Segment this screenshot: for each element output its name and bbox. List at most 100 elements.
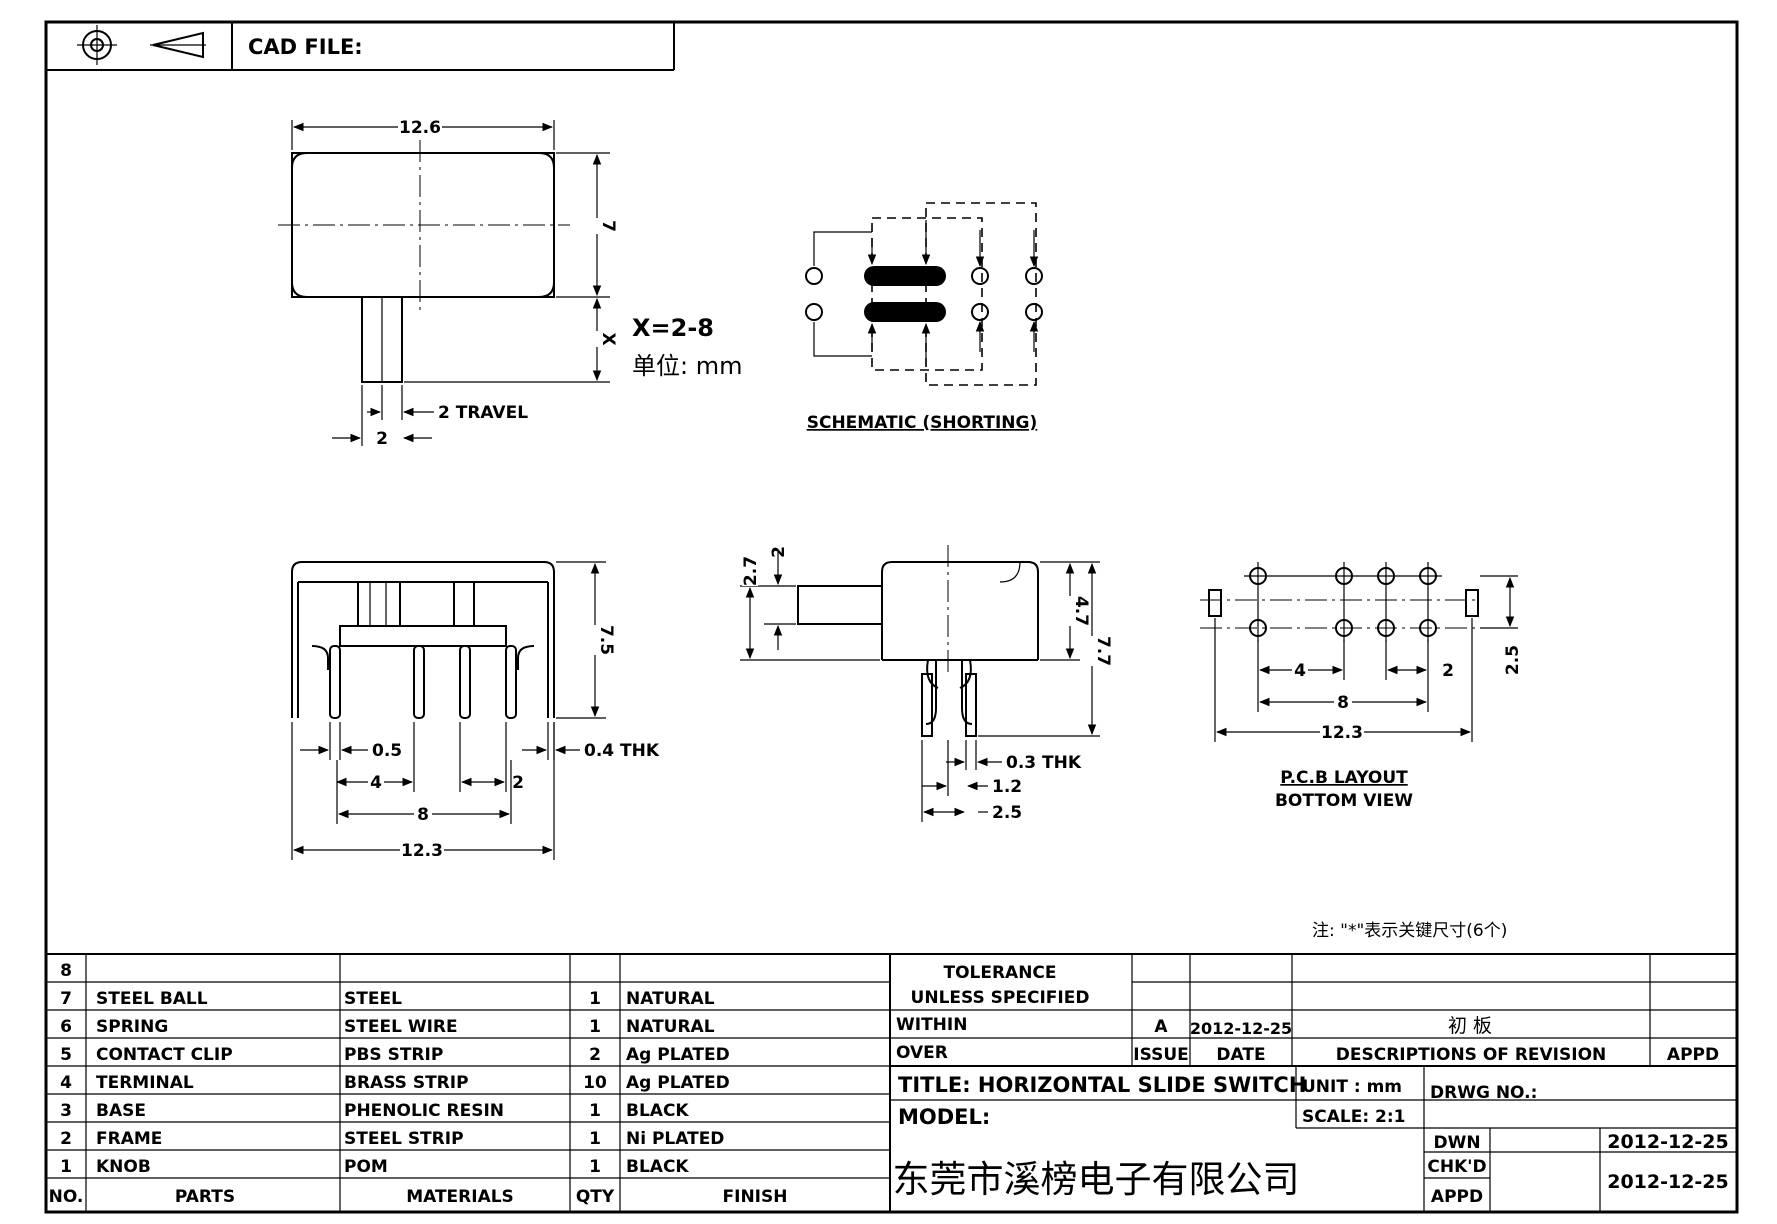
pcb-dim-8: 8 — [1337, 693, 1349, 713]
svg-text:5: 5 — [60, 1045, 72, 1065]
svg-text:10: 10 — [583, 1073, 607, 1093]
dim-0-5: 0.5 — [372, 741, 402, 761]
pcb-layout-subtitle: BOTTOM VIEW — [1275, 791, 1413, 811]
scale-label: SCALE: 2:1 — [1302, 1107, 1406, 1127]
svg-text:PBS STRIP: PBS STRIP — [344, 1045, 443, 1065]
svg-text:1: 1 — [589, 1017, 601, 1037]
contact-terminals — [805, 267, 1043, 321]
dim-12-3: 12.3 — [401, 841, 443, 861]
side-view: 2.7 2 4.7 7.7 0.3 THK 1.2 2.5 — [740, 545, 1113, 823]
date-label: DATE — [1216, 1045, 1265, 1065]
svg-text:STEEL BALL: STEEL BALL — [96, 989, 208, 1009]
unit-label: UNIT : mm — [1302, 1077, 1402, 1097]
pcb-dim-4: 4 — [1294, 661, 1306, 681]
svg-text:NATURAL: NATURAL — [626, 1017, 715, 1037]
within-label: WITHIN — [896, 1015, 967, 1035]
svg-text:1: 1 — [60, 1157, 72, 1177]
schematic-shorting: SCHEMATIC (SHORTING) — [805, 202, 1043, 433]
dim-x: X — [598, 332, 618, 345]
dim-actuator-2: 2 — [376, 429, 388, 449]
bom-row: 8 — [60, 961, 72, 981]
dim-12-6: 12.6 — [399, 118, 441, 138]
revision-description: 初 板 — [1448, 1015, 1492, 1037]
dim-side-2: 2 — [769, 546, 789, 558]
bom-row: 4 TERMINAL BRASS STRIP 10 Ag PLATED — [60, 1073, 730, 1093]
svg-text:STEEL WIRE: STEEL WIRE — [344, 1017, 458, 1037]
svg-text:7: 7 — [60, 989, 72, 1009]
svg-text:SPRING: SPRING — [96, 1017, 168, 1037]
svg-text:STEEL: STEEL — [344, 989, 402, 1009]
svg-text:3: 3 — [60, 1101, 72, 1121]
dwn-date: 2012-12-25 — [1607, 1131, 1729, 1153]
bom-header-finish: FINISH — [723, 1187, 788, 1207]
svg-text:CONTACT CLIP: CONTACT CLIP — [96, 1045, 233, 1065]
x-range-note: X=2-8 — [632, 314, 714, 342]
terminal-pins — [329, 645, 517, 719]
svg-text:BLACK: BLACK — [626, 1101, 689, 1121]
key-dimension-note: 注: "*"表示关键尺寸(6个) — [1312, 921, 1507, 941]
tolerance-unless: UNLESS SPECIFIED — [911, 988, 1090, 1008]
svg-text:Ag PLATED: Ag PLATED — [626, 1073, 730, 1093]
bom-row: 6 SPRING STEEL WIRE 1 NATURAL — [60, 1017, 715, 1037]
svg-text:1: 1 — [589, 1101, 601, 1121]
pcb-holes — [1244, 562, 1442, 642]
bom-row: 2 FRAME STEEL STRIP 1 Ni PLATED — [60, 1129, 724, 1149]
svg-text:PHENOLIC RESIN: PHENOLIC RESIN — [344, 1101, 504, 1121]
pcb-slot-right — [1465, 589, 1479, 617]
pcb-dim-12-3: 12.3 — [1321, 723, 1363, 743]
company-name: 东莞市溪榜电子有限公司 — [893, 1158, 1300, 1201]
shorting-contact-lower — [864, 302, 946, 322]
svg-text:4: 4 — [60, 1073, 72, 1093]
header-block: CAD FILE: — [46, 22, 675, 71]
svg-text:1: 1 — [589, 989, 601, 1009]
dim-2-7: 2.7 — [741, 556, 761, 586]
pcb-dim-2-5: 2.5 — [1503, 645, 1523, 675]
first-angle-projection-icon — [77, 25, 206, 65]
tolerance-label: TOLERANCE — [943, 963, 1056, 983]
chkd-label: CHK'D — [1427, 1157, 1486, 1177]
over-label: OVER — [896, 1043, 948, 1063]
shorting-contact-upper — [864, 266, 946, 286]
front-view: 7.5 0.5 0.4 THK 4 2 8 12.3 — [291, 561, 660, 861]
bom-header-row: NO. PARTS MATERIALS QTY FINISH — [49, 1187, 788, 1207]
dim-8: 8 — [417, 805, 429, 825]
bom-table: 8 7 STEEL BALL STEEL 1 NATURAL 6 SPRING … — [46, 953, 1737, 1212]
descriptions-of-revision-label: DESCRIPTIONS OF REVISION — [1336, 1045, 1607, 1065]
drawing-title: TITLE: HORIZONTAL SLIDE SWITCH — [898, 1073, 1306, 1097]
chk-date: 2012-12-25 — [1607, 1171, 1729, 1193]
svg-text:8: 8 — [60, 961, 72, 981]
svg-text:BLACK: BLACK — [626, 1157, 689, 1177]
dim-0-4-thk: 0.4 THK — [584, 741, 660, 761]
svg-text:TERMINAL: TERMINAL — [96, 1073, 194, 1093]
title-block: TOLERANCE UNLESS SPECIFIED WITHIN OVER A… — [890, 954, 1737, 1212]
svg-text:STEEL STRIP: STEEL STRIP — [344, 1129, 464, 1149]
svg-text:1: 1 — [589, 1157, 601, 1177]
appd-sign-label: APPD — [1431, 1187, 1483, 1207]
drawing-border — [44, 20, 1739, 1214]
issue-value: A — [1154, 1017, 1168, 1037]
top-view: 12.6 7 X X=2-8 单位: mm 2 TRAVEL 2 — [278, 117, 742, 449]
bom-row: 1 KNOB POM 1 BLACK — [60, 1157, 689, 1177]
dim-travel: 2 TRAVEL — [438, 403, 528, 423]
dim-7: 7 — [598, 220, 618, 232]
bom-row: 7 STEEL BALL STEEL 1 NATURAL — [60, 989, 715, 1009]
drwg-no-label: DRWG NO.: — [1430, 1083, 1537, 1103]
bom-header-no: NO. — [49, 1187, 84, 1207]
bom-header-qty: QTY — [576, 1187, 615, 1207]
pcb-slot-left — [1208, 589, 1222, 617]
cad-file-label: CAD FILE: — [248, 35, 363, 59]
svg-text:1: 1 — [589, 1129, 601, 1149]
svg-text:NATURAL: NATURAL — [626, 989, 715, 1009]
bom-header-materials: MATERIALS — [406, 1187, 514, 1207]
dwn-label: DWN — [1433, 1133, 1480, 1153]
issue-label: ISSUE — [1133, 1045, 1188, 1065]
pcb-layout: 4 2 8 12.3 2.5 P.C.B LAYOUT BOTTOM VIEW — [1200, 562, 1523, 811]
dim-4-7: 4.7 — [1071, 596, 1091, 626]
dim-0-3-thk: 0.3 THK — [1006, 753, 1082, 773]
model-label: MODEL: — [898, 1105, 990, 1129]
pcb-layout-title: P.C.B LAYOUT — [1280, 768, 1408, 788]
dim-4: 4 — [370, 773, 382, 793]
svg-text:6: 6 — [60, 1017, 72, 1037]
dim-7-7: 7.7 — [1093, 636, 1113, 666]
